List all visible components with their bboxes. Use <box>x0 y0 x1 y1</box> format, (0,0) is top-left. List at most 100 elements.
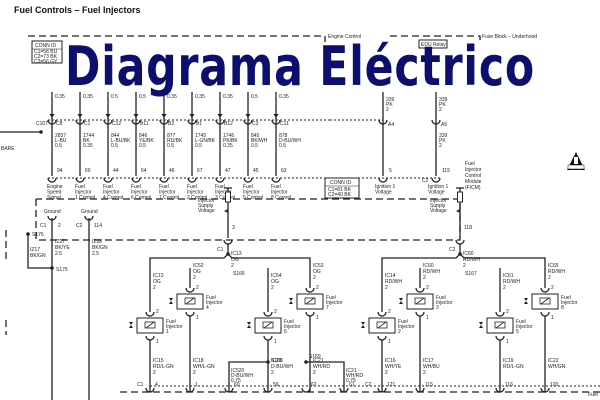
connector-socket <box>415 287 425 293</box>
solenoid-icon <box>539 297 551 305</box>
injector-name: 7 <box>326 305 329 311</box>
wire-label: 2 <box>423 370 426 376</box>
pin-number: 2 <box>156 309 159 315</box>
connector-socket <box>271 119 281 125</box>
arrow-icon <box>217 114 223 118</box>
circuit-label: Fuel <box>103 184 113 190</box>
pin-number: 1 <box>274 339 277 345</box>
wire-label: OG <box>313 269 321 275</box>
top-wire-group: 0.35C82837L-BU0.594EngineSpeedSignal0.35… <box>47 92 301 201</box>
connector-socket <box>263 335 273 341</box>
wire-color: L-BU/BK <box>111 138 131 144</box>
solenoid-icon <box>376 321 388 329</box>
ground-connections: Ground Ground C1 2 C2 114 IZ17 BK/YE 2.5… <box>5 209 108 400</box>
ground-label: Ground <box>44 209 61 215</box>
wire-label: WH/RD <box>346 373 363 379</box>
wire-label: RD/WH <box>503 279 520 285</box>
wire-gauge: 0.35 <box>55 94 65 100</box>
connector-socket <box>540 387 550 393</box>
connector-socket <box>263 311 273 317</box>
wire-color: PK <box>439 138 446 144</box>
splice-label: S176 <box>32 232 44 238</box>
wire-color: BK <box>83 138 90 144</box>
wire-gauge: 2 <box>386 107 389 113</box>
solenoid-line <box>377 321 387 329</box>
wire-color: PK/BK <box>223 138 238 144</box>
page-title: Fuel Controls – Fuel Injectors <box>14 5 141 15</box>
wire-label: 0.75 <box>346 378 356 384</box>
ground-pin: 114 <box>94 223 102 229</box>
supply-label: Injector <box>198 198 215 204</box>
wire-label: IC62 <box>193 263 204 269</box>
wire-label: IC64 <box>271 273 282 279</box>
connector-id: C2 <box>422 178 429 184</box>
circuit-label: 2 Control <box>187 195 207 201</box>
wire-gauge: 0.35 <box>167 94 177 100</box>
wire-gauge: 0.5 <box>251 143 258 149</box>
injector-name: 2 <box>398 329 401 335</box>
connector-socket <box>131 177 141 183</box>
wire-label: RD/WH <box>548 269 565 275</box>
injector-group: IC13OG22FuelInjector11IC15RD/L-GN2IC62OG… <box>129 253 578 392</box>
wire-label: OG <box>193 269 201 275</box>
connector-id: C1 <box>84 121 91 127</box>
connector-id: C1 <box>217 247 224 253</box>
pin-number: 45 <box>253 168 259 174</box>
injector-name: 8 <box>561 305 564 311</box>
injector-name: Fuel <box>516 319 526 325</box>
solenoid-line <box>415 297 425 305</box>
solenoid-line <box>263 321 273 329</box>
circuit-number: 846 <box>139 133 148 139</box>
splice-wire <box>228 361 268 392</box>
wire-label: IC60 <box>463 251 474 257</box>
wire-color: D-BU/WH <box>279 138 301 144</box>
connector-socket <box>431 119 441 125</box>
arrow-icon <box>224 209 228 213</box>
connector-id: B2 <box>168 121 174 127</box>
wire-label: IC22 <box>548 358 559 364</box>
wire-label: RD/L-GN <box>153 364 174 370</box>
injector-name: Fuel <box>284 319 294 325</box>
connector-socket <box>378 119 388 125</box>
solenoid-line <box>145 321 155 329</box>
wire-label: IZ18 <box>92 239 102 245</box>
injector-name: Injector <box>516 324 533 330</box>
hourglass-icon <box>524 298 528 304</box>
wire-gauge: 0.35 <box>83 94 93 100</box>
ecm-label: Engine Control <box>328 34 361 40</box>
splice-wire <box>306 361 345 392</box>
splice-label: S175 <box>56 267 68 273</box>
connector-socket <box>431 177 441 183</box>
splice-label: S167 <box>465 271 477 277</box>
ecm-outline: Engine Control <box>28 34 361 42</box>
hourglass-icon <box>129 322 133 328</box>
wire-gauge: 0.5 <box>111 143 118 149</box>
pin-number: 59 <box>273 382 279 388</box>
connector-socket <box>145 335 155 341</box>
arrow-icon <box>456 209 460 213</box>
circuit-number: 845 <box>251 133 260 139</box>
pin-number: 5 <box>389 168 392 174</box>
wire-gauge: 0.5 <box>111 94 118 100</box>
circuit-label: Injector <box>187 190 204 196</box>
connector-socket <box>103 119 113 125</box>
supply-rail <box>149 253 311 268</box>
connector-id: C2 <box>449 247 456 253</box>
pin-number: 1 <box>388 339 391 345</box>
pin-number: 1 <box>156 339 159 345</box>
circuit-number: 1745 <box>195 133 206 139</box>
wire-label: WH/BU <box>423 364 440 370</box>
pin-number: 2 <box>274 309 277 315</box>
wire-label: D-BU/WH <box>231 373 253 379</box>
pin-number: 2 <box>551 285 554 291</box>
injector-name: Fuel <box>326 295 336 301</box>
wire-label: IC60 <box>423 263 434 269</box>
wire-label: D-BU/WH <box>271 364 293 370</box>
ground-conn: C2 <box>76 223 83 229</box>
wire-label: RD/WH <box>423 269 440 275</box>
wire-label: 2 <box>193 275 196 281</box>
